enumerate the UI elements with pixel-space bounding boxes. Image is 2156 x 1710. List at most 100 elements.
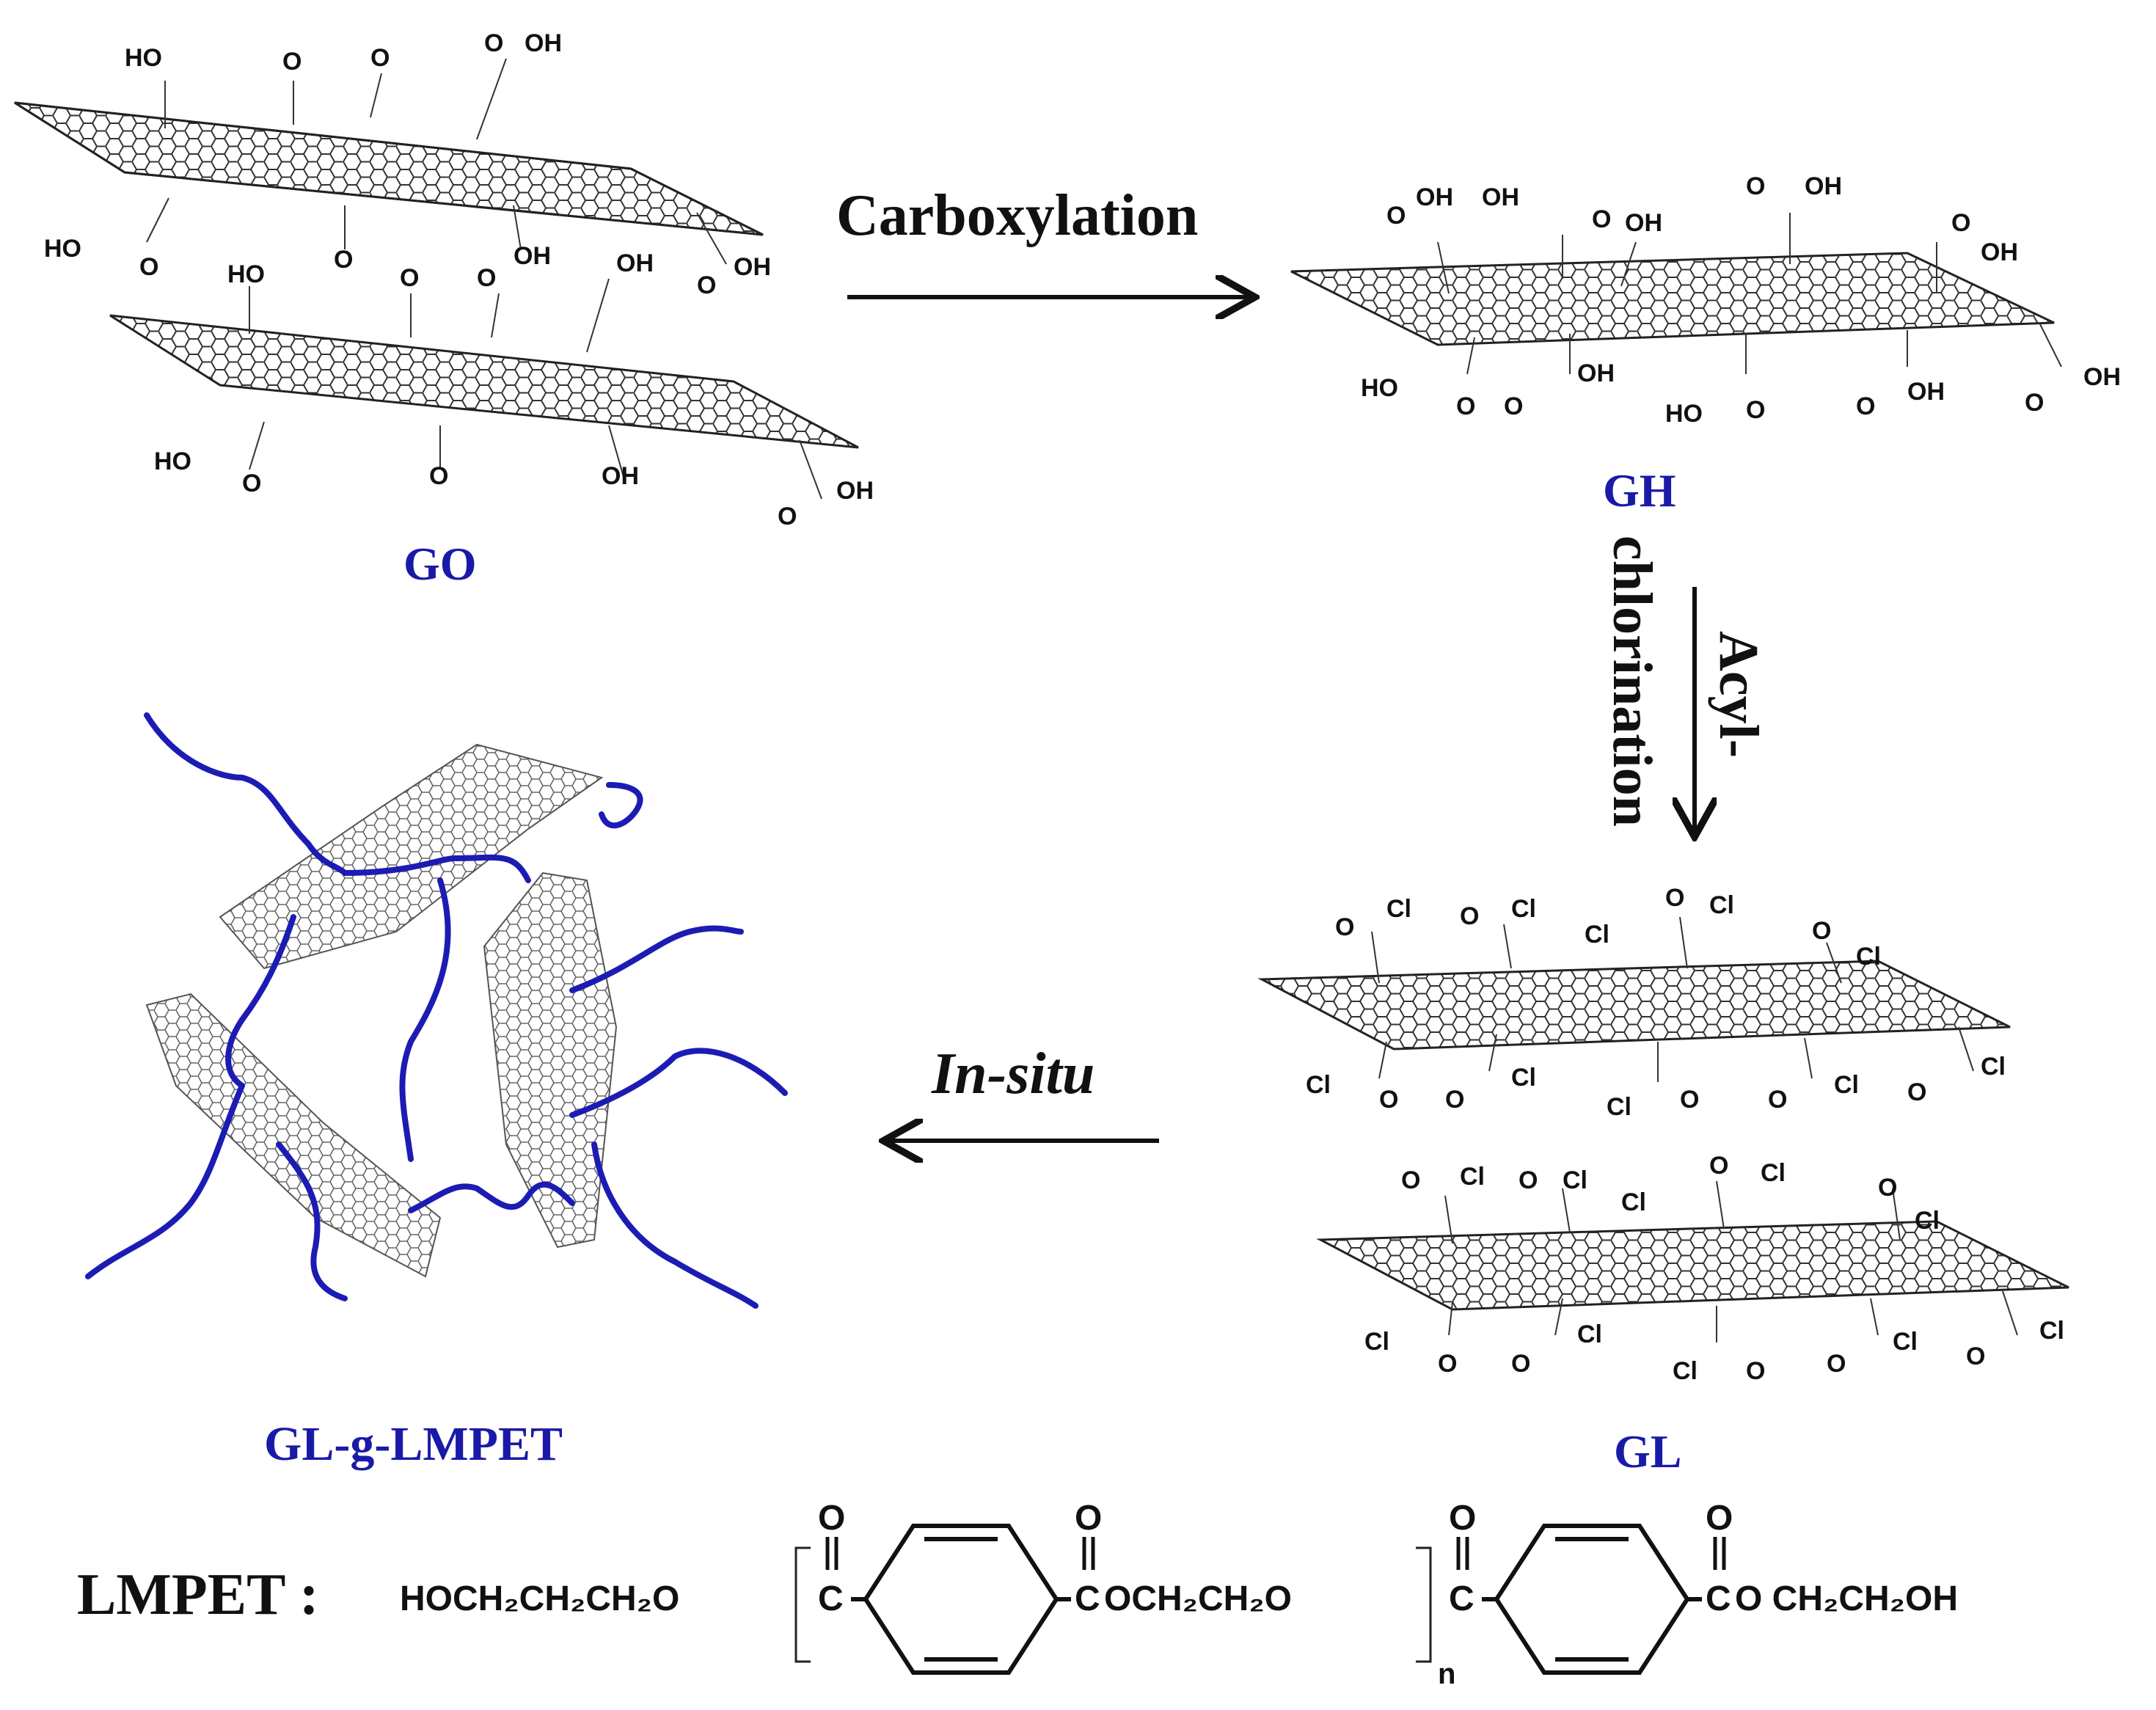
gl-group-o: O <box>1768 1086 1787 1114</box>
go-group-oh: OH <box>602 462 639 490</box>
gl-group-cl: Cl <box>1673 1357 1698 1385</box>
carboxylation-step: Carboxylation <box>836 183 1251 297</box>
gl-group-o: O <box>1878 1174 1897 1202</box>
repeat-subscript-n: n <box>1438 1658 1455 1690</box>
gh-group-ho: HO <box>1361 374 1398 402</box>
gl-group-o: O <box>1746 1357 1765 1385</box>
go-group-ho: HO <box>44 235 81 263</box>
gh-group-o: O <box>1746 396 1765 424</box>
gl-group-cl: Cl <box>1915 1207 1940 1235</box>
gl-g-lmpet-label: GL-g-LMPET <box>264 1417 563 1471</box>
gh-group-o: O <box>1856 392 1875 420</box>
carbonyl-c: C <box>818 1579 844 1618</box>
acyl-chlorination-label-line1: Acyl- <box>1708 631 1769 758</box>
gl-group-o: O <box>1401 1166 1420 1194</box>
in-situ-step: In-situ <box>888 1042 1159 1141</box>
gl-group-cl: Cl <box>1577 1320 1602 1348</box>
go-group-o: O <box>139 253 158 281</box>
gh-group-o: O <box>1951 209 1970 237</box>
carbonyl-c: C <box>1449 1579 1475 1618</box>
gl-group-cl: Cl <box>1585 921 1609 949</box>
gl-group-o: O <box>1709 1152 1728 1180</box>
gl-group-o: O <box>1511 1350 1530 1378</box>
gh-group-o: O <box>1504 392 1523 420</box>
gl-group-o: O <box>1379 1086 1398 1114</box>
go-group-o: O <box>334 246 353 274</box>
gh-group-oh: OH <box>1577 359 1615 387</box>
gl-group-o: O <box>1665 884 1684 912</box>
gl-label: GL <box>1614 1425 1681 1477</box>
gl-group-o: O <box>1438 1350 1457 1378</box>
gh-group-oh: OH <box>1482 183 1519 211</box>
repeat-bracket-right <box>1416 1546 1432 1663</box>
gl-group-cl: Cl <box>1981 1053 2006 1081</box>
gl-group-cl: Cl <box>1511 895 1536 923</box>
gl-group-cl: Cl <box>1460 1163 1485 1191</box>
go-group-o: O <box>477 264 496 292</box>
go-group-o: O <box>778 503 797 530</box>
lmpet-end-group-left: HOCH₂CH₂CH₂O <box>400 1579 679 1618</box>
gh-group-o: O <box>2025 389 2044 417</box>
gl-group-cl: Cl <box>1709 891 1734 919</box>
gl-structure: O Cl O Cl Cl O Cl O Cl Cl O O Cl Cl O O … <box>1257 884 2069 1477</box>
graphene-sheet-lower <box>145 993 442 1278</box>
go-structure: HO O O O OH HO O O OH O OH HO O O OH HO … <box>14 29 874 590</box>
carbonyl-o: O <box>1706 1499 1733 1538</box>
gl-group-o: O <box>1680 1086 1699 1114</box>
gh-group-ho: HO <box>1665 400 1703 428</box>
gl-group-cl: Cl <box>1306 1071 1331 1099</box>
gh-group-oh: OH <box>1907 378 1945 406</box>
acyl-chlorination-label-line2: chlorination <box>1601 536 1663 827</box>
go-group-o: O <box>484 29 503 57</box>
graphene-sheet-upper <box>219 743 604 970</box>
gl-group-cl: Cl <box>1893 1328 1918 1356</box>
gh-group-o: O <box>1386 202 1406 230</box>
go-group-ho: HO <box>154 447 191 475</box>
gl-group-o: O <box>1966 1342 1985 1370</box>
in-situ-label: In-situ <box>931 1042 1095 1106</box>
gl-group-cl: Cl <box>1607 1093 1631 1121</box>
go-group-oh: OH <box>514 242 551 270</box>
gh-group-o: O <box>1592 205 1611 233</box>
gh-group-oh: OH <box>1981 238 2018 266</box>
go-sheet-bottom <box>109 314 859 449</box>
go-group-o: O <box>400 264 419 292</box>
gl-group-cl: Cl <box>1761 1159 1786 1187</box>
go-group-o: O <box>429 462 448 490</box>
gl-group-o: O <box>1335 913 1354 941</box>
gl-g-lmpet-structure: GL-g-LMPET <box>85 712 788 1471</box>
gl-group-cl: Cl <box>1621 1188 1646 1216</box>
gl-group-cl: Cl <box>1386 895 1411 923</box>
carbonyl-o: O <box>818 1499 845 1538</box>
benzene-ring-1 <box>863 1524 1059 1675</box>
acyl-chlorination-step: Acyl- chlorination <box>1601 536 1769 833</box>
go-group-o: O <box>242 469 261 497</box>
go-group-oh: OH <box>616 249 654 277</box>
go-sheet-top <box>14 101 764 236</box>
gh-group-o: O <box>1746 172 1765 200</box>
gh-group-oh: OH <box>1416 183 1453 211</box>
gl-group-o: O <box>1827 1350 1846 1378</box>
lmpet-repeat-ester: OCH₂CH₂O <box>1104 1579 1292 1618</box>
go-bonds <box>146 58 822 500</box>
carbonyl-o: O <box>1075 1499 1102 1538</box>
go-group-ho: HO <box>125 44 162 72</box>
carbonyl-c: C <box>1075 1579 1100 1618</box>
gl-group-o: O <box>1460 902 1479 930</box>
go-group-oh: OH <box>836 477 874 505</box>
gh-label: GH <box>1603 464 1676 516</box>
go-group-ho: HO <box>227 260 265 288</box>
go-group-oh: OH <box>525 29 562 57</box>
gl-group-cl: Cl <box>1364 1328 1389 1356</box>
lmpet-chains <box>85 712 788 1309</box>
gl-group-cl: Cl <box>2039 1317 2064 1345</box>
gl-group-o: O <box>1812 917 1831 945</box>
go-group-o: O <box>697 271 716 299</box>
carbonyl-o: O <box>1449 1499 1476 1538</box>
gl-group-cl: Cl <box>1834 1071 1859 1099</box>
gl-group-o: O <box>1445 1086 1464 1114</box>
lmpet-prefix: LMPET : <box>77 1563 319 1627</box>
carboxylation-label: Carboxylation <box>836 183 1198 248</box>
benzene-ring-2 <box>1494 1524 1690 1675</box>
